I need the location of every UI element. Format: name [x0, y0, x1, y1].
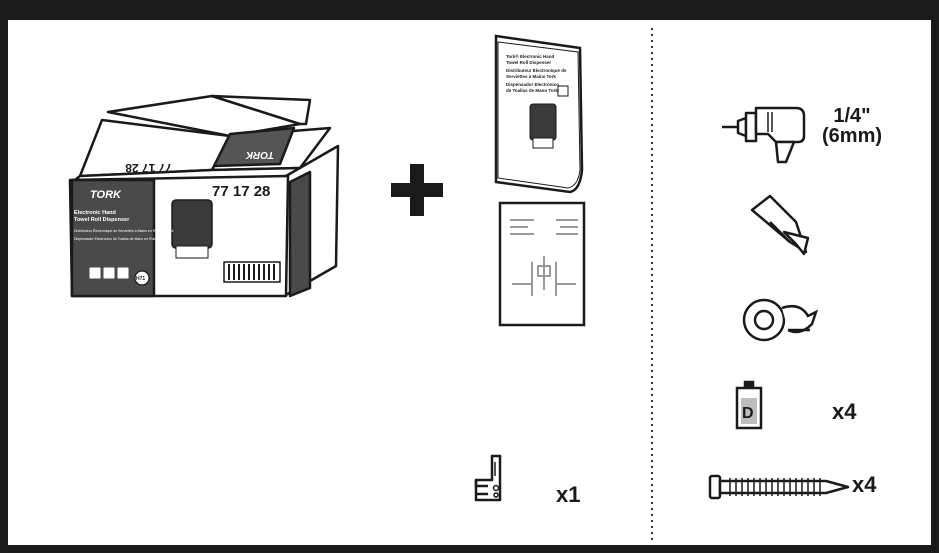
screw-icon — [708, 474, 850, 500]
drill-size-mm: (6mm) — [822, 125, 883, 147]
mounting-template-icon — [498, 201, 586, 327]
instruction-manual-icon — [494, 34, 584, 194]
battery-letter: D — [742, 405, 754, 422]
box-product-name-2: Towel Roll Dispenser — [74, 217, 130, 223]
screw-quantity: x4 — [852, 472, 877, 497]
manual-es-1: Dispensador Electrónico — [506, 82, 559, 87]
manual-fr-2: Serviettes à Mains Tork — [506, 74, 556, 79]
box-french-name: Distributeur Électronique de Serviettes … — [74, 228, 174, 233]
tape-dispenser-icon — [742, 298, 819, 342]
box-spanish-name: Dispensador Electrónico de Toallas de Ma… — [74, 237, 165, 241]
battery-quantity: x4 — [832, 399, 857, 424]
box-code-upside-down: 77 17 28 — [125, 161, 172, 175]
drill-size-inch: 1/4" — [833, 105, 871, 127]
dispenser-box-icon — [68, 94, 340, 298]
bracket-quantity: x1 — [556, 482, 581, 507]
manual-title-1: Tork® Electronic Hand — [506, 53, 554, 59]
barcode — [223, 261, 281, 283]
drill-bit-size-label: 1/4" (6mm) — [822, 106, 882, 146]
box-brand-logo: TORK — [90, 189, 122, 201]
utility-knife-icon — [750, 194, 810, 256]
manual-fr-1: Distributeur Électronique de — [506, 66, 567, 73]
box-product-code: 77 17 28 — [212, 183, 270, 200]
plus-icon — [391, 164, 443, 216]
mounting-bracket-icon — [474, 454, 502, 502]
drill-icon — [722, 106, 806, 164]
manual-es-2: de Toallas de Mano Tork — [506, 88, 558, 93]
d-battery-icon — [735, 380, 763, 430]
box-product-name-1: Electronic Hand — [74, 210, 116, 216]
box-model-badge: H71 — [136, 276, 145, 282]
manual-title-2: Towel Roll Dispenser — [506, 60, 551, 65]
box-flap-brand: TORK — [245, 149, 274, 160]
